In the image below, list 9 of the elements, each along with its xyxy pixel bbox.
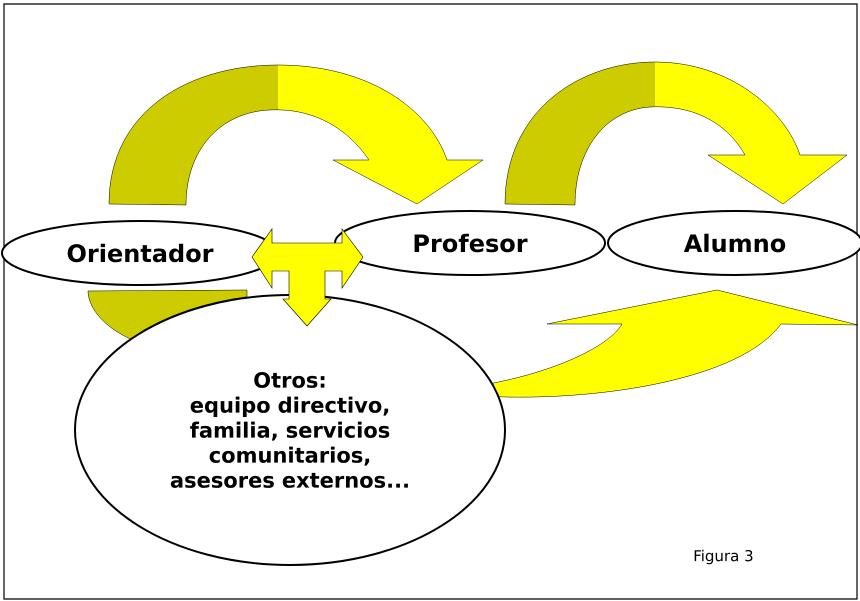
ellipse-node: Profesor [334, 210, 606, 276]
ellipse-node: Otros: equipo directivo, familia, servicios comunitarios, asesores externos... [74, 294, 506, 566]
ellipse-node: Orientador [1, 220, 279, 286]
curved-arrow [492, 290, 858, 398]
ellipse-node: Alumno [607, 210, 860, 276]
curved-arrow [88, 290, 248, 340]
node-label: Alumno [684, 234, 786, 252]
figure-label: Figura 3 [694, 550, 752, 564]
t-shaped-arrow [252, 228, 364, 326]
